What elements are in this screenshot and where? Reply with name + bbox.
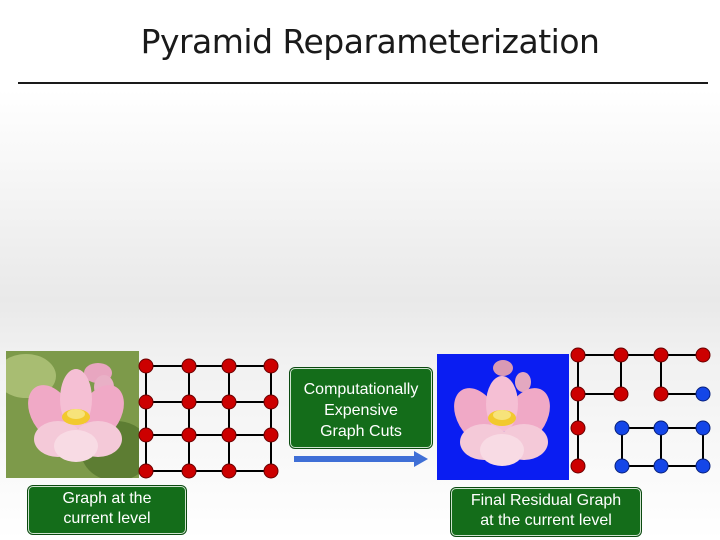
graph-current-level-nodes <box>138 358 279 479</box>
title-underline <box>18 82 708 84</box>
node <box>138 394 154 410</box>
arrow-right-icon <box>294 451 428 467</box>
node <box>614 420 630 436</box>
node <box>181 427 197 443</box>
node <box>695 420 711 436</box>
node <box>181 394 197 410</box>
graph-current-level-label-line: Graph at the <box>62 490 152 507</box>
node <box>138 463 154 479</box>
node <box>181 358 197 374</box>
node <box>653 347 669 363</box>
final-residual-blue-nodes <box>614 386 711 474</box>
node <box>653 458 669 474</box>
graph-current-level-label: Graph at the current level <box>28 486 186 534</box>
lotus-photo-original <box>6 351 139 478</box>
graph-cuts-label-line: Graph Cuts <box>320 423 402 440</box>
final-residual-graph-label-line: Final Residual Graph <box>470 492 622 509</box>
node <box>653 386 669 402</box>
node <box>695 386 711 402</box>
graph-current-level-label-line: current level <box>63 510 151 527</box>
final-residual-red-nodes <box>570 347 711 474</box>
graph-cuts-label: Computationally Expensive Graph Cuts <box>290 368 432 448</box>
graph-cuts-label-line: Expensive <box>324 402 398 419</box>
node <box>263 427 279 443</box>
node <box>138 427 154 443</box>
node <box>263 394 279 410</box>
node <box>613 347 629 363</box>
node <box>221 463 237 479</box>
node <box>181 463 197 479</box>
node <box>613 386 629 402</box>
lotus-photo-segmented <box>437 354 569 480</box>
node <box>570 347 586 363</box>
final-residual-graph <box>577 354 704 467</box>
node <box>695 458 711 474</box>
final-residual-graph-label-line: at the current level <box>480 512 612 529</box>
node <box>221 394 237 410</box>
graph-cuts-label-line: Computationally <box>303 381 419 398</box>
node <box>570 386 586 402</box>
node <box>221 427 237 443</box>
node <box>570 420 586 436</box>
node <box>263 463 279 479</box>
node <box>695 347 711 363</box>
node <box>653 420 669 436</box>
node <box>614 458 630 474</box>
graph-current-level <box>145 365 272 472</box>
node <box>263 358 279 374</box>
final-residual-graph-label: Final Residual Graph at the current leve… <box>451 488 641 536</box>
node <box>221 358 237 374</box>
node <box>570 458 586 474</box>
node <box>138 358 154 374</box>
slide-title: Pyramid Reparameterization <box>140 22 600 61</box>
